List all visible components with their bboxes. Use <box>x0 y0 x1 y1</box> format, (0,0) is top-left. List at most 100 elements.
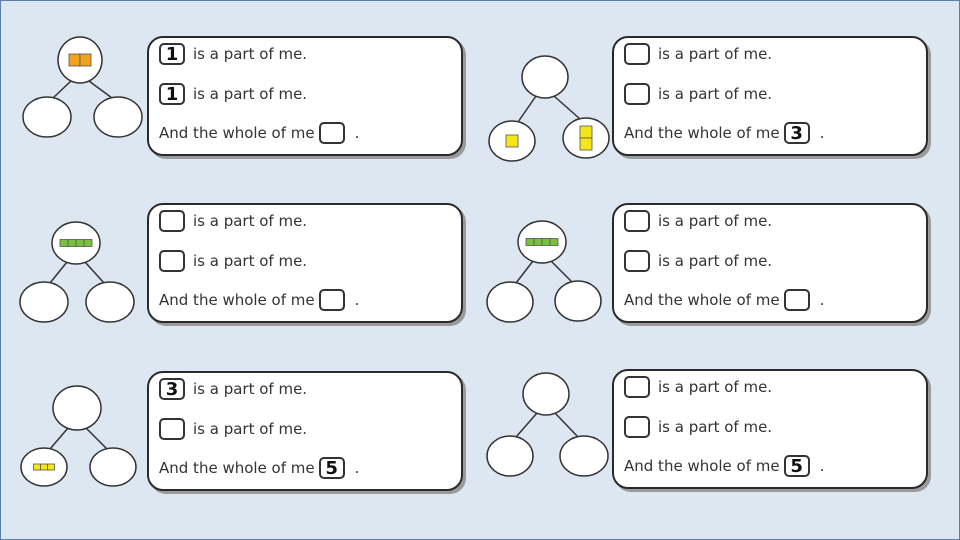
connector-line <box>553 95 581 120</box>
answer-box-part1[interactable] <box>624 376 650 398</box>
whole-text: And the whole of me <box>159 124 315 142</box>
answer-box-part1[interactable]: 1 <box>159 43 185 65</box>
whole-circle <box>521 55 569 99</box>
green-counting-block <box>75 239 85 247</box>
yellow-counting-block <box>579 137 593 151</box>
part-circle <box>559 435 609 477</box>
yellow-counting-block <box>33 463 41 471</box>
answer-box-part1[interactable] <box>159 210 185 232</box>
part-line-2: is a part of me. <box>624 249 772 273</box>
whole-line: And the whole of me 3 . <box>624 121 824 145</box>
sentence-card-5: 3 is a part of me. is a part of me. And … <box>147 371 463 491</box>
answer-box-part1[interactable] <box>624 43 650 65</box>
sentence-card-1: 1 is a part of me. 1 is a part of me. An… <box>147 36 463 156</box>
period: . <box>819 457 825 475</box>
answer-box-whole[interactable]: 3 <box>783 122 810 144</box>
whole-line: And the whole of me . <box>624 288 824 312</box>
whole-text: And the whole of me <box>624 457 780 475</box>
whole-text: And the whole of me <box>159 459 315 477</box>
green-counting-block <box>83 239 93 247</box>
part-line-2: is a part of me. <box>159 249 307 273</box>
whole-line: And the whole of me . <box>159 121 359 145</box>
part-text: is a part of me. <box>193 212 308 230</box>
part-circle <box>486 435 534 477</box>
answer-box-part2[interactable] <box>159 418 185 440</box>
answer-box-part2[interactable] <box>624 250 650 272</box>
part-line-1: is a part of me. <box>624 42 772 66</box>
sentence-card-4: is a part of me. is a part of me. And th… <box>612 203 928 323</box>
part-circle <box>89 447 137 487</box>
part-text: is a part of me. <box>193 252 308 270</box>
green-counting-block <box>533 238 543 246</box>
green-counting-block <box>59 239 69 247</box>
whole-circle <box>52 385 102 431</box>
whole-circle <box>522 372 570 416</box>
part-line-2: 1 is a part of me. <box>159 82 307 106</box>
connector-line <box>517 95 537 123</box>
yellow-counting-block <box>505 134 519 148</box>
answer-box-part2[interactable] <box>624 83 650 105</box>
part-line-1: is a part of me. <box>624 375 772 399</box>
connector-line <box>49 427 69 450</box>
part-text: is a part of me. <box>658 212 773 230</box>
answer-box-part2[interactable] <box>624 416 650 438</box>
part-text: is a part of me. <box>658 252 773 270</box>
answer-box-whole[interactable]: 5 <box>783 455 810 477</box>
answer-box-whole[interactable]: 5 <box>318 457 345 479</box>
answer-box-whole[interactable] <box>783 289 810 311</box>
part-text: is a part of me. <box>658 45 773 63</box>
whole-line: And the whole of me 5 . <box>159 456 359 480</box>
sentence-card-3: is a part of me. is a part of me. And th… <box>147 203 463 323</box>
part-text: is a part of me. <box>193 380 308 398</box>
part-text: is a part of me. <box>658 378 773 396</box>
yellow-counting-block <box>40 463 48 471</box>
connector-line <box>52 80 72 99</box>
whole-line: And the whole of me 5 . <box>624 454 824 478</box>
part-line-2: is a part of me. <box>159 417 307 441</box>
answer-box-part1[interactable]: 3 <box>159 378 185 400</box>
whole-text: And the whole of me <box>624 291 780 309</box>
whole-text: And the whole of me <box>624 124 780 142</box>
whole-line: And the whole of me . <box>159 288 359 312</box>
answer-box-part2[interactable]: 1 <box>159 83 185 105</box>
connector-line <box>84 261 105 284</box>
whole-text: And the whole of me <box>159 291 315 309</box>
part-line-1: 1 is a part of me. <box>159 42 307 66</box>
part-circle <box>22 96 72 138</box>
sentence-card-2: is a part of me. is a part of me. And th… <box>612 36 928 156</box>
period: . <box>354 459 360 477</box>
orange-counting-block <box>79 53 92 67</box>
part-text: is a part of me. <box>658 85 773 103</box>
part-circle <box>554 280 602 322</box>
green-counting-block <box>67 239 77 247</box>
yellow-counting-block <box>579 125 593 139</box>
orange-counting-block <box>68 53 81 67</box>
answer-box-whole[interactable] <box>318 122 345 144</box>
part-line-2: is a part of me. <box>624 415 772 439</box>
part-circle <box>93 96 143 138</box>
part-text: is a part of me. <box>193 85 308 103</box>
connector-line <box>85 427 108 450</box>
answer-box-whole[interactable] <box>318 289 345 311</box>
part-circle <box>486 281 534 323</box>
yellow-counting-block <box>47 463 55 471</box>
part-text: is a part of me. <box>193 420 308 438</box>
connector-line <box>515 412 538 438</box>
green-counting-block <box>541 238 551 246</box>
answer-box-part2[interactable] <box>159 250 185 272</box>
green-counting-block <box>549 238 559 246</box>
part-line-2: is a part of me. <box>624 82 772 106</box>
part-text: is a part of me. <box>658 418 773 436</box>
part-circle <box>19 281 69 323</box>
period: . <box>819 124 825 142</box>
connector-line <box>554 412 579 438</box>
connector-line <box>550 260 573 283</box>
sentence-card-6: is a part of me. is a part of me. And th… <box>612 369 928 489</box>
connector-line <box>88 80 113 99</box>
connector-line <box>49 261 68 284</box>
answer-box-part1[interactable] <box>624 210 650 232</box>
part-text: is a part of me. <box>193 45 308 63</box>
period: . <box>819 291 825 309</box>
part-line-1: 3 is a part of me. <box>159 377 307 401</box>
